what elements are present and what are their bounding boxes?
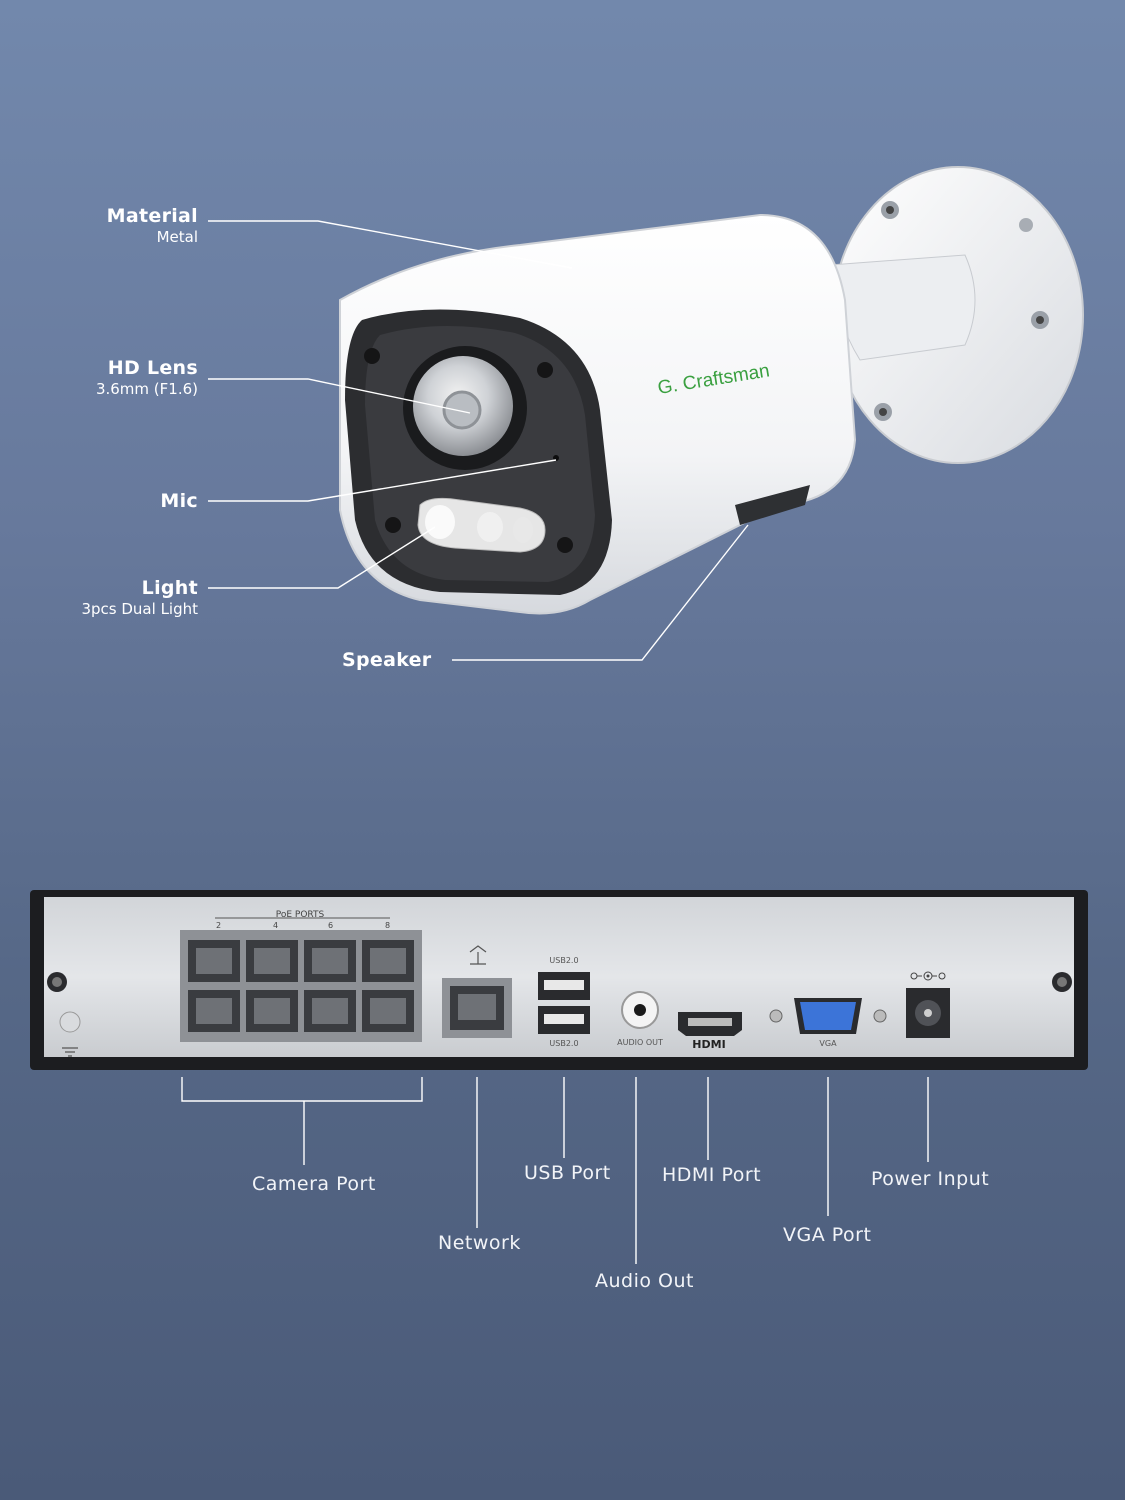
usb-port-label: USB Port — [524, 1162, 611, 1184]
material-title: Material — [106, 205, 198, 227]
light-title: Light — [141, 577, 198, 599]
poe-number-4: 4 — [273, 921, 278, 930]
vga-port-label: VGA Port — [783, 1224, 872, 1246]
camera-port-label: Camera Port — [252, 1173, 376, 1195]
audio-out-label: AUDIO OUT — [617, 1038, 663, 1047]
nvr-rear-panel: PoE PORTS 2 4 6 8 USB2.0 USB2.0 AUDIO OU… — [30, 890, 1088, 1264]
power-input-label: Power Input — [871, 1168, 990, 1190]
callout-speaker: Speaker — [342, 649, 431, 671]
poe-ports-label: PoE PORTS — [276, 910, 325, 920]
callout-light: Light 3pcs Dual Light — [81, 577, 198, 619]
audio-out-port-label: Audio Out — [595, 1270, 694, 1292]
port-leader-lines — [181, 1077, 929, 1264]
callout-lens: HD Lens 3.6mm (F1.6) — [96, 357, 198, 399]
bullet-camera — [208, 166, 1084, 661]
mic-title: Mic — [160, 490, 198, 512]
material-value: Metal — [156, 228, 198, 246]
callout-mic: Mic — [160, 490, 198, 512]
usb-top-label: USB2.0 — [549, 956, 578, 965]
speaker-title: Speaker — [342, 649, 432, 671]
callout-material: Material Metal — [107, 205, 198, 247]
hdmi-label: HDMI — [692, 1038, 725, 1051]
lens-value: 3.6mm (F1.6) — [95, 380, 198, 398]
callout-lines — [208, 220, 749, 661]
hdmi-port-label: HDMI Port — [662, 1164, 762, 1186]
poe-number-8: 8 — [385, 921, 390, 930]
vga-label: VGA — [819, 1039, 837, 1048]
light-value: 3pcs Dual Light — [81, 600, 198, 618]
network-port-label: Network — [438, 1232, 521, 1254]
usb-bottom-label: USB2.0 — [549, 1039, 578, 1048]
lens-title: HD Lens — [107, 357, 198, 379]
poe-number-2: 2 — [216, 921, 221, 930]
poe-number-6: 6 — [328, 921, 333, 930]
